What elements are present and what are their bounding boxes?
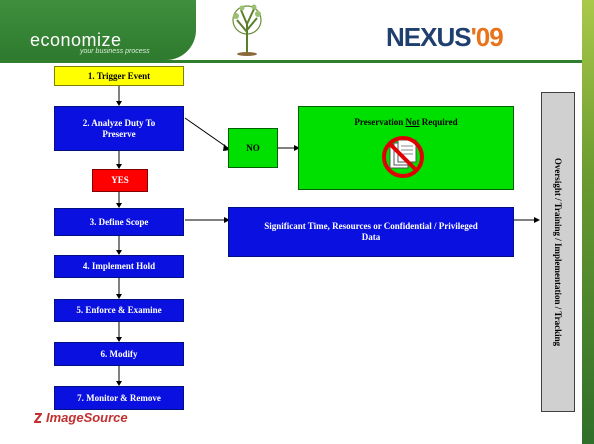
- step-trigger-event: 1. Trigger Event: [54, 66, 184, 86]
- nexus-logo: NEXUS'09: [386, 22, 504, 53]
- step-analyze-duty: 2. Analyze Duty To Preserve: [54, 106, 184, 151]
- oversight-sidebar: Oversight / Training / Implementation / …: [541, 92, 575, 412]
- scope-note-box: Significant Time, Resources or Confident…: [228, 207, 514, 257]
- preservation-post: Required: [419, 117, 458, 127]
- preservation-label: Preservation Not Required: [354, 117, 457, 128]
- header-divider: [0, 60, 594, 63]
- brand-name: economize: [30, 30, 122, 50]
- right-decor-strip: [582, 0, 594, 444]
- brand-tagline: your business process: [80, 48, 150, 55]
- step-implement-hold: 4. Implement Hold: [54, 255, 184, 278]
- no-box: NO: [228, 128, 278, 168]
- imagesource-mark-icon: [34, 413, 42, 423]
- header-bar: economize your business process NEXUS'09: [0, 0, 594, 64]
- step-modify: 6. Modify: [54, 342, 184, 366]
- preservation-pre: Preservation: [354, 117, 406, 127]
- nexus-wordmark: NEXUS: [386, 22, 472, 52]
- preservation-not: Not: [405, 117, 420, 127]
- tree-logo-icon: [232, 4, 262, 56]
- step-enforce-examine: 5. Enforce & Examine: [54, 299, 184, 322]
- step-monitor-remove: 7. Monitor & Remove: [54, 386, 184, 410]
- nexus-year: '09: [470, 22, 504, 52]
- no-documents-icon: [382, 136, 424, 178]
- header-green-panel: [0, 0, 196, 60]
- oversight-label: Oversight / Training / Implementation / …: [553, 157, 563, 347]
- step-define-scope: 3. Define Scope: [54, 208, 184, 236]
- footer-logo: ImageSource: [46, 410, 128, 425]
- yes-box: YES: [92, 169, 148, 192]
